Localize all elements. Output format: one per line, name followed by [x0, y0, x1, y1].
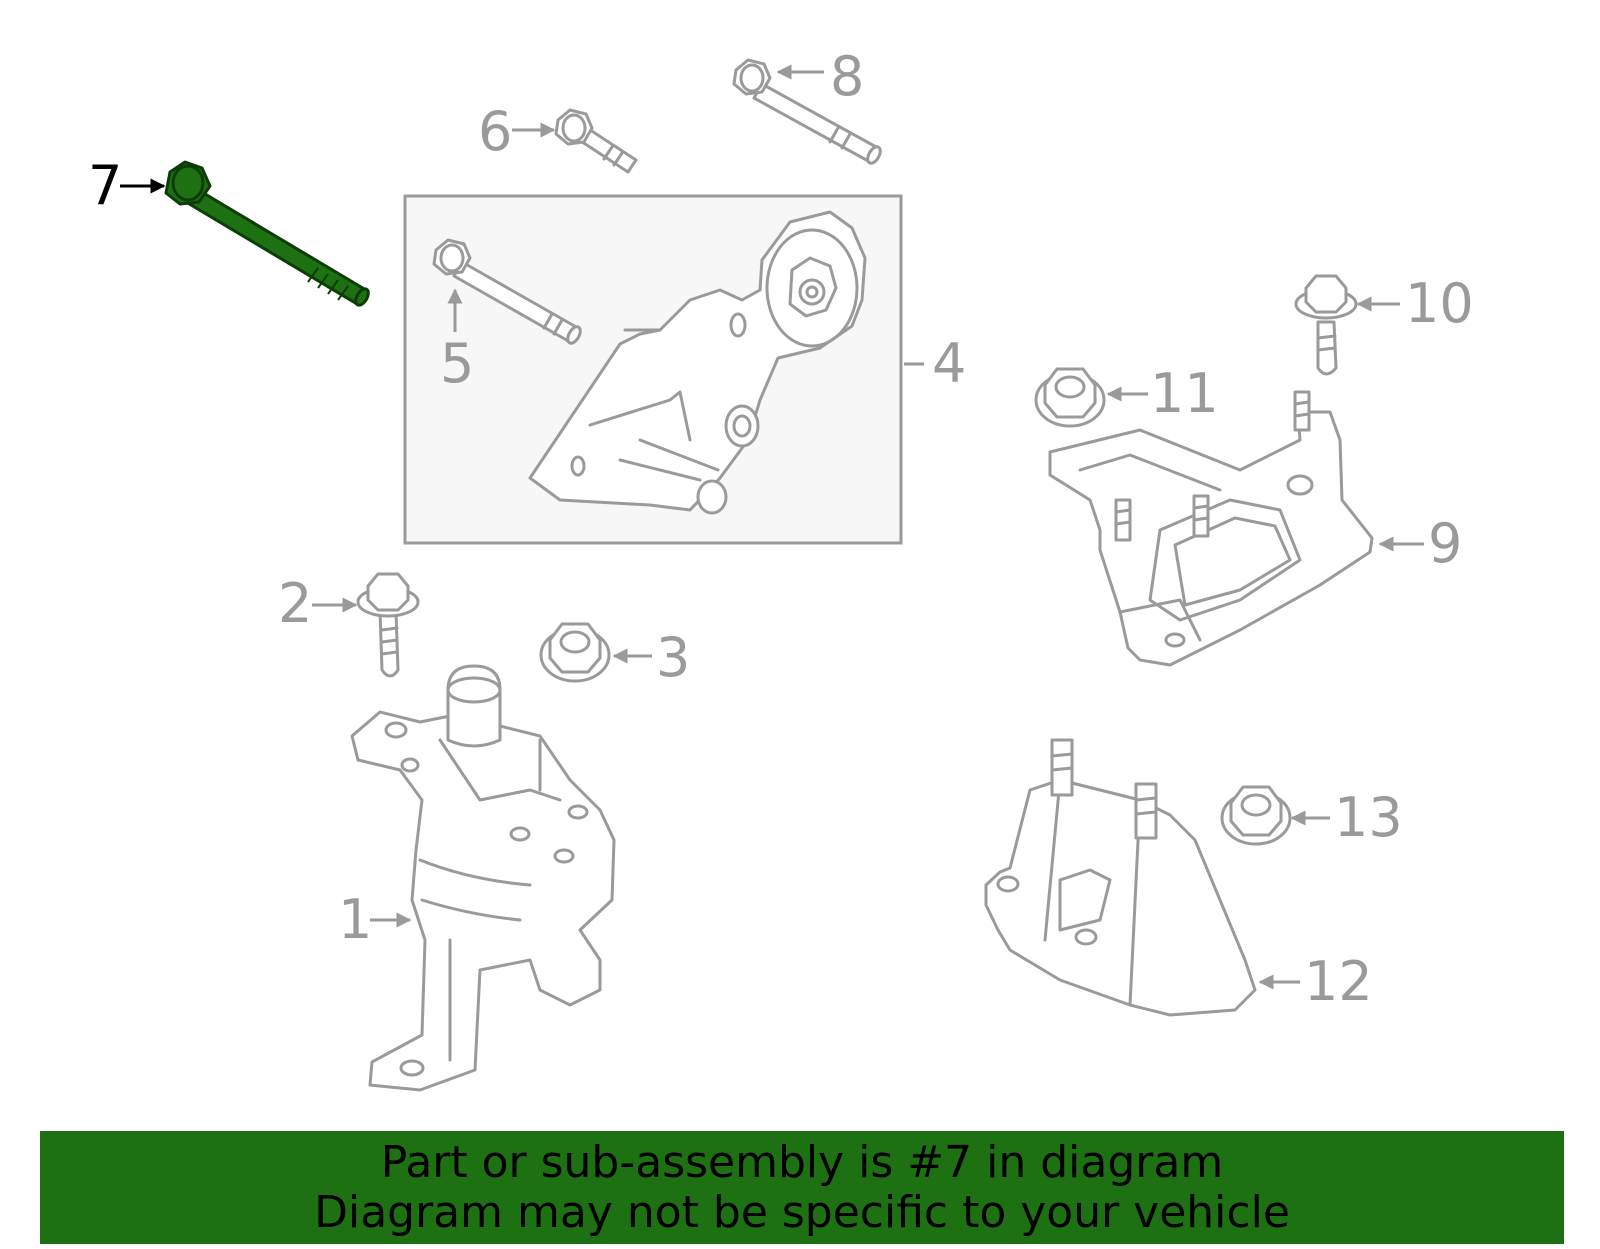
callout-2-label: 2: [278, 572, 312, 635]
part-1-engine-mount[interactable]: [350, 664, 616, 1092]
callout-3-label: 3: [656, 626, 690, 689]
callout-11[interactable]: 11: [1106, 362, 1219, 425]
callout-5-label: 5: [440, 332, 474, 395]
part-13-nut[interactable]: [1220, 785, 1292, 846]
callout-4[interactable]: 4: [904, 332, 966, 395]
callout-8[interactable]: 8: [776, 45, 864, 108]
part-9-trans-mount[interactable]: [1048, 390, 1374, 667]
callout-7-label: 7: [88, 154, 122, 217]
banner-line-1: Part or sub-assembly is #7 in diagram: [380, 1136, 1224, 1188]
callout-10-label: 10: [1405, 272, 1474, 335]
part-5-bolt[interactable]: [432, 238, 583, 345]
part-10-bolt[interactable]: [1294, 274, 1358, 376]
part-8-bolt[interactable]: [732, 58, 883, 165]
callout-5[interactable]: 5: [440, 288, 474, 395]
part-4-subassembly[interactable]: [403, 194, 903, 545]
callout-10[interactable]: 10: [1356, 272, 1474, 335]
callout-4-label: 4: [932, 332, 966, 395]
banner-line-2: Diagram may not be specific to your vehi…: [314, 1186, 1290, 1238]
callout-1-label: 1: [338, 888, 372, 951]
part-7-bolt[interactable]: [164, 160, 371, 307]
part-6-bolt[interactable]: [554, 108, 638, 174]
callout-2[interactable]: 2: [278, 572, 358, 635]
callout-13[interactable]: 13: [1290, 786, 1403, 849]
callout-13-label: 13: [1334, 786, 1403, 849]
callout-3[interactable]: 3: [612, 626, 690, 689]
part-12-mount[interactable]: [984, 738, 1257, 1017]
part-2-bolt[interactable]: [356, 572, 420, 678]
part-4-mount-bracket: [528, 210, 867, 515]
callout-6-label: 6: [478, 100, 512, 163]
callout-8-label: 8: [830, 45, 864, 108]
callout-11-label: 11: [1150, 362, 1219, 425]
info-banner: Part or sub-assembly is #7 in diagram Di…: [40, 1131, 1564, 1244]
callout-12-label: 12: [1304, 950, 1373, 1013]
callout-1[interactable]: 1: [338, 888, 412, 951]
callout-6[interactable]: 6: [478, 100, 556, 163]
callout-12[interactable]: 12: [1258, 950, 1373, 1013]
callout-9[interactable]: 9: [1378, 512, 1462, 575]
part-11-nut[interactable]: [1034, 367, 1106, 428]
part-3-nut[interactable]: [539, 622, 611, 683]
callout-7[interactable]: 7: [88, 154, 166, 217]
callout-9-label: 9: [1428, 512, 1462, 575]
